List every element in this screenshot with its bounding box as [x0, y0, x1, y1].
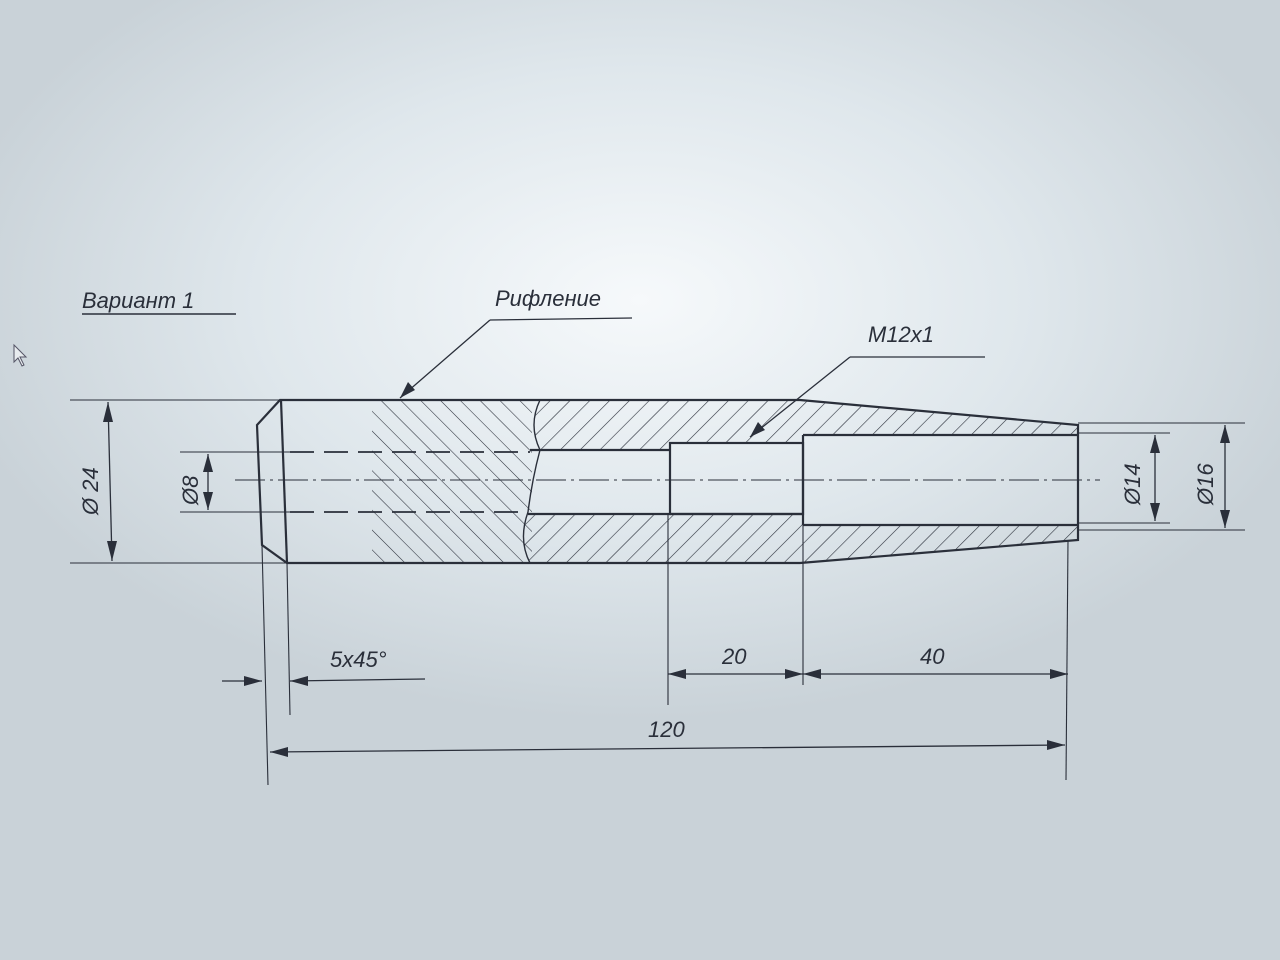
mouse-cursor-icon [13, 343, 28, 367]
knurling-label: Рифление [495, 286, 601, 311]
dim-diameter-24: Ø 24 [78, 467, 103, 516]
dim-length-40: 40 [920, 644, 945, 669]
extension-lines [70, 399, 1245, 786]
thread-label: M12x1 [868, 322, 934, 347]
dim-diameter-8: Ø8 [178, 475, 203, 506]
variant-title: Вариант 1 [82, 288, 194, 313]
part-outline [255, 398, 1080, 565]
dim-chamfer: 5x45° [330, 647, 387, 672]
dim-length-120: 120 [648, 717, 685, 742]
dim-diameter-14: Ø14 [1120, 463, 1145, 506]
dim-diameter-16: Ø16 [1193, 463, 1218, 506]
dim-length-20: 20 [721, 644, 747, 669]
knurling-hatch [372, 401, 532, 562]
section-hatch-bottom [523, 514, 1078, 562]
dimension-arrows [103, 382, 1230, 757]
hidden-bore-lines [290, 451, 530, 513]
section-hatch-top [534, 401, 1078, 450]
